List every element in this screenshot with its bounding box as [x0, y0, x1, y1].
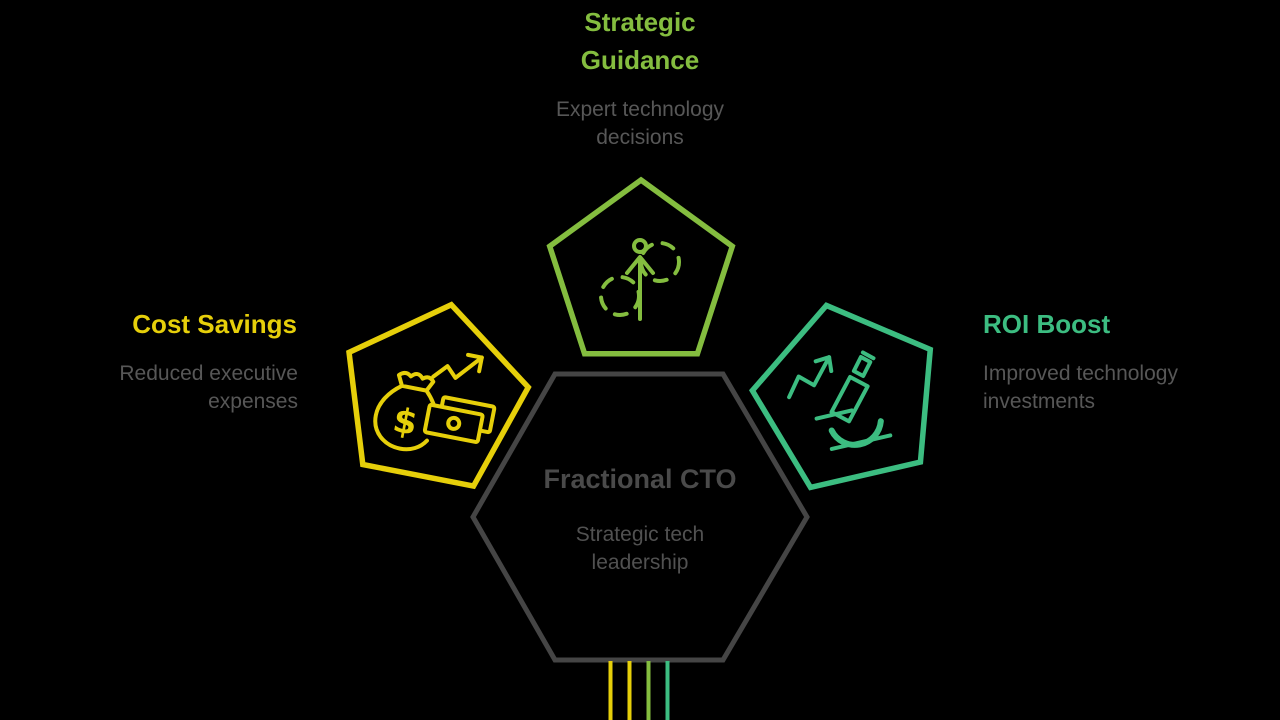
- cost-savings-subtitle: Reduced executive expenses: [119, 362, 298, 413]
- pentagon-cost-savings: $: [346, 301, 532, 490]
- money-bag-icon: $: [373, 352, 497, 452]
- microscope-icon: [787, 350, 893, 451]
- roi-boost-subtitle: Improved technology investments: [983, 362, 1178, 413]
- center-hexagon: [470, 371, 810, 663]
- center-hexagon-subtitle: Strategic tech leadership: [575, 523, 705, 574]
- cost-savings-title: Cost Savings: [132, 309, 297, 339]
- pentagon-outline: [346, 301, 532, 490]
- center-hexagon-title: Fractional CTO: [543, 464, 737, 494]
- growth-arrow-icon: [599, 238, 681, 321]
- strategic-guidance-title: Strategic Guidance: [580, 7, 700, 75]
- roi-boost-title: ROI Boost: [983, 309, 1111, 339]
- strategic-guidance-subtitle: Expert technology decisions: [555, 98, 725, 149]
- pentagon-roi-boost: [748, 302, 934, 491]
- connector-lines: [608, 661, 670, 720]
